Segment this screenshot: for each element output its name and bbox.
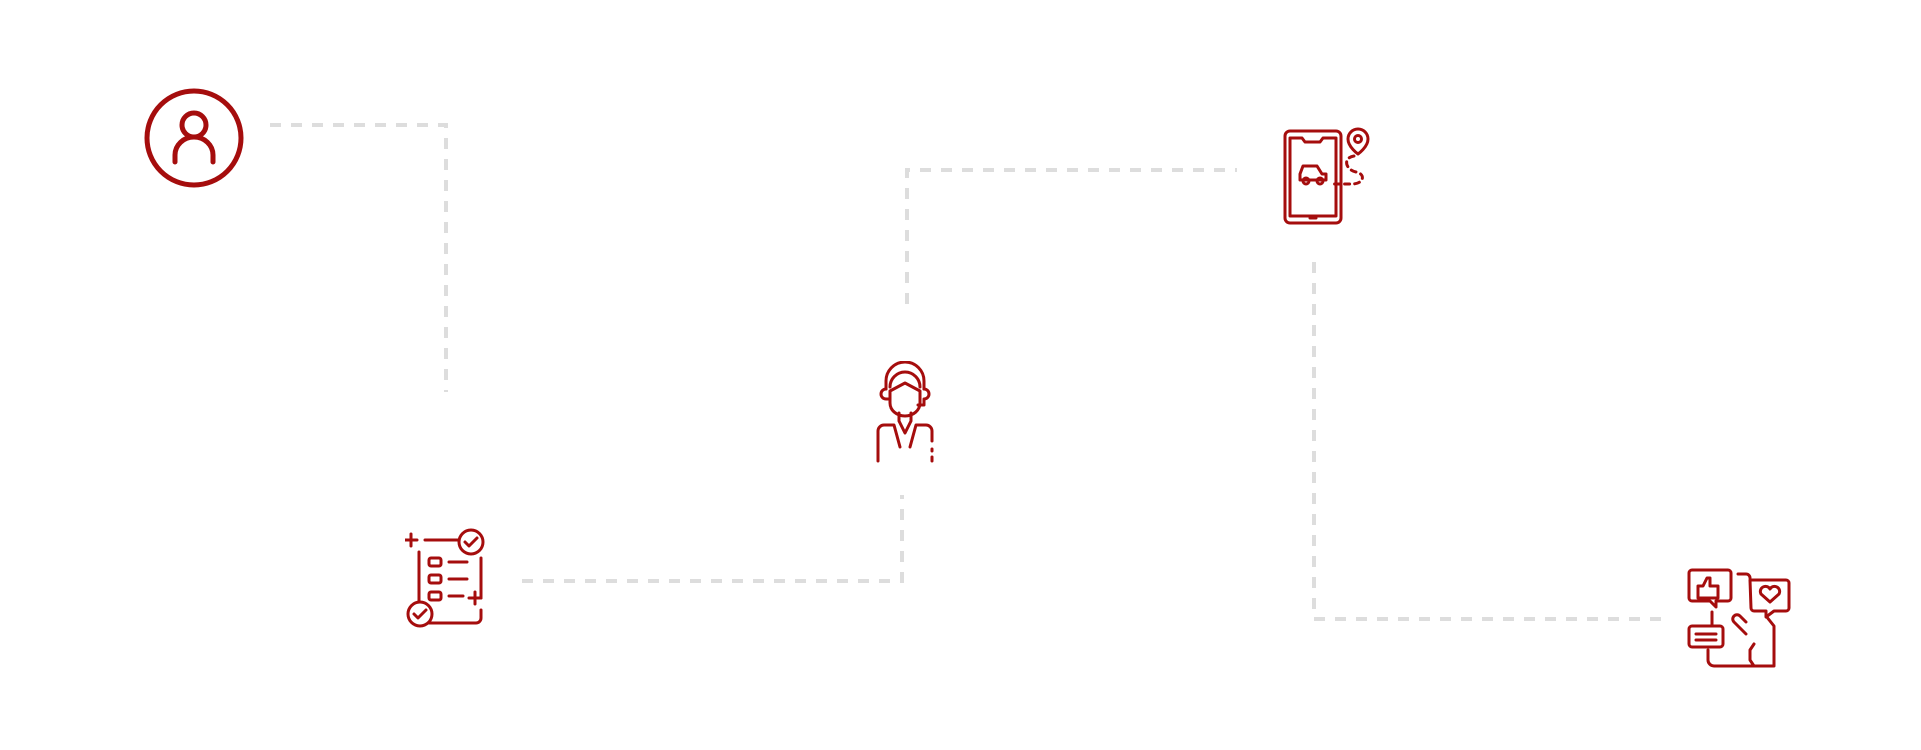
user-circle-icon: [144, 88, 244, 188]
connector-phone-to-feedback: [1312, 262, 1666, 621]
connector-checklist-to-agent: [522, 495, 904, 583]
social-feedback-icon: [1687, 568, 1791, 668]
checklist-icon: [405, 528, 485, 628]
connector-agent-to-phone: [905, 168, 1237, 304]
support-agent-headset-icon: [876, 361, 934, 463]
mobile-car-location-icon: [1283, 127, 1370, 225]
connector-user-to-checklist: [270, 123, 448, 392]
